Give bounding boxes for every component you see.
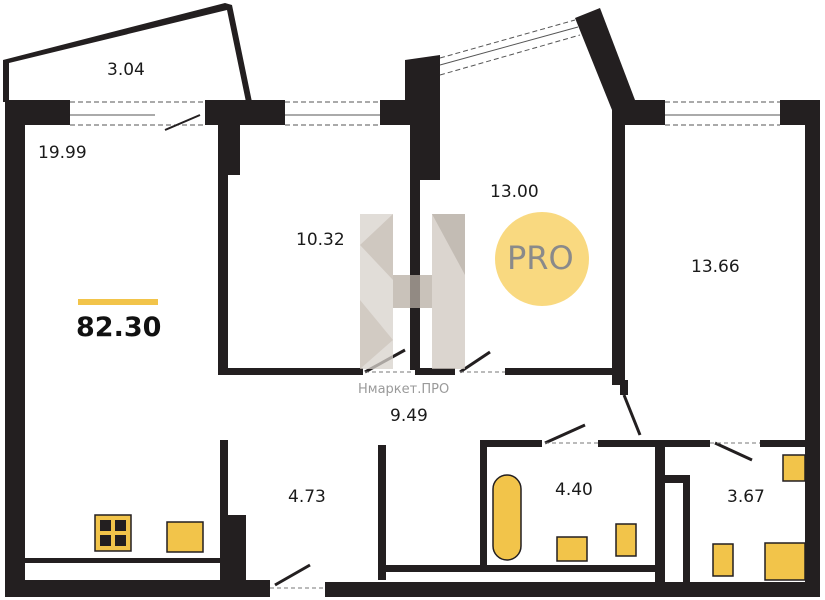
- kitchen-sink-icon: [166, 521, 204, 553]
- room-area-toilet: 3.67: [727, 487, 765, 507]
- room-area-bathroom: 4.40: [555, 480, 593, 500]
- bath-toilet-icon: [615, 523, 637, 557]
- windows: [70, 19, 780, 126]
- bath-sink-icon: [556, 536, 588, 562]
- room-area-hall-2: 4.73: [288, 487, 326, 507]
- watermark-text: Нмаркет.ПРО: [358, 382, 450, 397]
- toilet-icon: [712, 543, 734, 577]
- walls: [3, 3, 820, 597]
- room-area-bedroom-2: 13.00: [490, 182, 539, 202]
- room-area-hallway: 9.49: [390, 406, 428, 426]
- shower-icon: [764, 542, 806, 581]
- total-area: 82.30: [76, 312, 162, 343]
- room-area-bedroom-1: 10.32: [296, 230, 345, 250]
- pro-badge: [495, 212, 589, 306]
- watermark-logo: [360, 214, 465, 369]
- bathtub-icon: [492, 474, 522, 561]
- fixtures: [94, 454, 806, 581]
- room-area-balcony: 3.04: [107, 60, 145, 80]
- total-area-accent-bar: [78, 299, 158, 305]
- room-area-bedroom-3: 13.66: [691, 257, 740, 277]
- pro-badge-text: PRO: [507, 239, 574, 277]
- room-area-living-kitchen: 19.99: [38, 143, 87, 163]
- toilet-sink-icon: [782, 454, 806, 482]
